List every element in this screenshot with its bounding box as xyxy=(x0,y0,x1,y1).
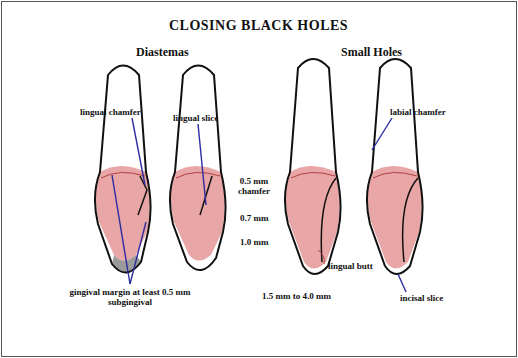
tooth-3 xyxy=(285,59,341,274)
part-label: gingival margin at least 0.5 mm subgingi… xyxy=(55,288,205,308)
dimension-label: 1.5 mm to 4.0 mm xyxy=(262,292,331,302)
group-heading: Diastemas xyxy=(136,46,189,59)
dimension-label: 0.7 mm xyxy=(240,214,269,224)
part-label: lingual slice xyxy=(173,114,218,124)
dimension-label: 1.0 mm xyxy=(240,238,269,248)
lingual-butt-mark xyxy=(318,250,324,264)
part-label: incisal slice xyxy=(400,294,443,304)
part-label: lingual chamfer xyxy=(80,108,141,118)
dimension-label: 0.5 mm chamfer xyxy=(237,177,271,197)
part-label: lingual butt xyxy=(328,262,373,272)
diagram-title: CLOSING BLACK HOLES xyxy=(169,18,348,33)
part-label: labial chamfer xyxy=(390,108,446,118)
group-heading: Small Holes xyxy=(341,46,402,59)
tooth-4 xyxy=(367,59,423,274)
leader-lines xyxy=(112,118,406,292)
tooth-2 xyxy=(170,66,226,271)
